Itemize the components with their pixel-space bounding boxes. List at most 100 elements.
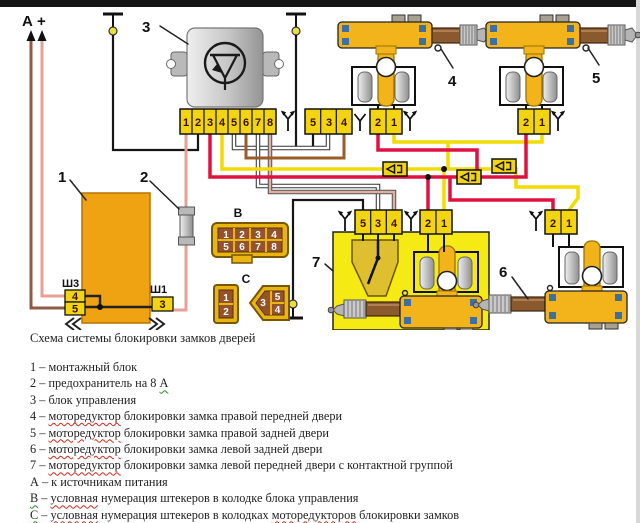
legend-text: условная bbox=[50, 507, 98, 522]
pin-number: 3 bbox=[375, 218, 381, 230]
callout-4: 4 bbox=[448, 73, 457, 90]
junction-dot bbox=[425, 174, 431, 180]
ground-symbol-left bbox=[101, 12, 125, 37]
wire-red-act6 bbox=[448, 177, 555, 210]
pin-number: 1 bbox=[223, 293, 229, 304]
legend-item-a: А – к источникам питания bbox=[30, 474, 630, 490]
pin-number: 2 bbox=[239, 230, 245, 241]
mounting-block: Ш3 4 5 Ш1 3 bbox=[62, 192, 174, 330]
pin-number: 2 bbox=[550, 218, 556, 230]
pin-number: 2 bbox=[375, 117, 381, 129]
actuator5-connector: 2 1 bbox=[517, 108, 551, 135]
legend-text: 7 – bbox=[30, 458, 49, 473]
inline-connector-icon bbox=[491, 158, 517, 174]
wiring-diagram: А + bbox=[22, 12, 640, 330]
body-ground-icon bbox=[279, 109, 297, 132]
inline-connector-icon bbox=[456, 169, 482, 185]
legend-item-4: 4 – моторедуктор блокировки замка правой… bbox=[30, 408, 630, 424]
pin-number: 4 bbox=[72, 291, 79, 303]
legend-text: блокировки замка правой задней двери bbox=[120, 425, 329, 440]
legend-text: 4 – bbox=[30, 409, 49, 424]
callout-5: 5 bbox=[592, 70, 600, 87]
pin-number: 1 bbox=[183, 117, 189, 129]
contact-group-connector-top: 5 3 4 bbox=[304, 108, 353, 135]
legend-text: условная bbox=[50, 491, 98, 506]
legend-text: 6 – bbox=[30, 442, 49, 457]
body-ground-icon bbox=[527, 209, 545, 232]
legend-item-b: В – условная нумерация штекеров в колодк… bbox=[30, 490, 630, 506]
callout-7: 7 bbox=[312, 254, 320, 271]
wire-white-1 bbox=[232, 134, 330, 150]
up-arrow-icon bbox=[37, 30, 47, 41]
legend-item-5: 5 – моторедуктор блокировки замка правой… bbox=[30, 425, 630, 441]
pin-number: 3 bbox=[326, 117, 332, 129]
legend-text: моторедуктор bbox=[48, 409, 121, 424]
actuator7-contact-connector: 5 3 4 bbox=[354, 209, 403, 235]
actuator-right-front bbox=[337, 14, 494, 109]
legend-text: – bbox=[38, 491, 51, 506]
right-edge-strip bbox=[636, 0, 640, 523]
chevron-left-icon bbox=[65, 317, 82, 330]
wire-dark-brown bbox=[29, 41, 65, 310]
pin-number: 2 bbox=[195, 117, 201, 129]
wire-red-upper bbox=[376, 134, 479, 177]
actuator-left-rear bbox=[472, 240, 628, 330]
legend-item-2: 2 – предохранитель на 8 А bbox=[30, 375, 630, 391]
legend-item-c: С – условная нумерация штекеров в колодк… bbox=[30, 507, 630, 523]
body-ground-icon bbox=[336, 209, 354, 232]
legend-item-6: 6 – моторедуктор блокировки замка левой … bbox=[30, 441, 630, 457]
connector-stubs bbox=[362, 234, 445, 252]
pin-number: 8 bbox=[267, 117, 273, 129]
junction-dot bbox=[441, 166, 447, 172]
callouts: 3 1 2 4 5 6 7 bbox=[58, 19, 600, 300]
fuse bbox=[178, 206, 195, 246]
body-ground-icon bbox=[549, 109, 567, 132]
legend-text: нумерация штекеров в колодке блока управ… bbox=[97, 491, 359, 506]
pin-number: 2 bbox=[523, 117, 529, 129]
pin-number: 5 bbox=[231, 117, 237, 129]
junction-dot bbox=[97, 304, 103, 310]
legend-text: В bbox=[30, 491, 39, 506]
fork-icon bbox=[353, 113, 367, 132]
pin-number: 3 bbox=[260, 298, 266, 309]
control-unit-connector-8pin: 1 2 3 4 5 6 7 8 bbox=[179, 108, 277, 135]
wire-gray-pink bbox=[268, 134, 396, 210]
legend-text: – bbox=[38, 507, 51, 522]
pin-number: 5 bbox=[275, 292, 281, 303]
block-internal-link bbox=[85, 294, 153, 309]
pin-number: 7 bbox=[255, 117, 261, 129]
callout-3: 3 bbox=[142, 19, 150, 36]
legend-text: моторедукторов bbox=[271, 507, 357, 522]
pin-number: 1 bbox=[441, 218, 447, 230]
pin-number: 3 bbox=[255, 230, 261, 241]
body-ground-icon bbox=[401, 109, 419, 132]
connector-stubs bbox=[552, 234, 570, 247]
connector-c-label: С bbox=[242, 272, 251, 286]
legend-text: 2 – предохранитель на 8 bbox=[30, 376, 160, 391]
ground-symbol-right bbox=[284, 12, 308, 37]
wires bbox=[174, 134, 580, 312]
pin-number: 2 bbox=[425, 218, 431, 230]
a-plus-label: А + bbox=[22, 13, 46, 30]
top-window-bar bbox=[0, 0, 636, 7]
pin-number: 4 bbox=[271, 230, 277, 241]
actuator6-connector: 2 1 bbox=[544, 209, 578, 235]
actuator-right-rear bbox=[485, 14, 640, 110]
connector-c-face: С 1 2 3 5 4 bbox=[213, 272, 290, 324]
contact-group-switch bbox=[351, 239, 399, 297]
legend-text: нумерация штекеров в колодках bbox=[97, 507, 272, 522]
wire-red-main bbox=[208, 134, 528, 179]
connector-b-label: В bbox=[234, 206, 243, 220]
pin-number: 6 bbox=[239, 242, 245, 253]
pin-number: 1 bbox=[391, 117, 397, 129]
actuator4-connector: 2 1 bbox=[369, 108, 403, 135]
pin-number: 5 bbox=[223, 242, 229, 253]
wire-ground-contact-group bbox=[291, 198, 365, 303]
callout-1: 1 bbox=[58, 169, 66, 186]
actuator7-motor-connector: 2 1 bbox=[419, 209, 453, 235]
pin-number: 4 bbox=[341, 117, 348, 129]
legend-text: блокировки замка левой передней двери с … bbox=[120, 458, 453, 473]
legend-text: А – к источникам питания bbox=[30, 474, 168, 489]
wire-ground-pin2 bbox=[111, 35, 200, 152]
pin-number: 5 bbox=[72, 304, 78, 316]
